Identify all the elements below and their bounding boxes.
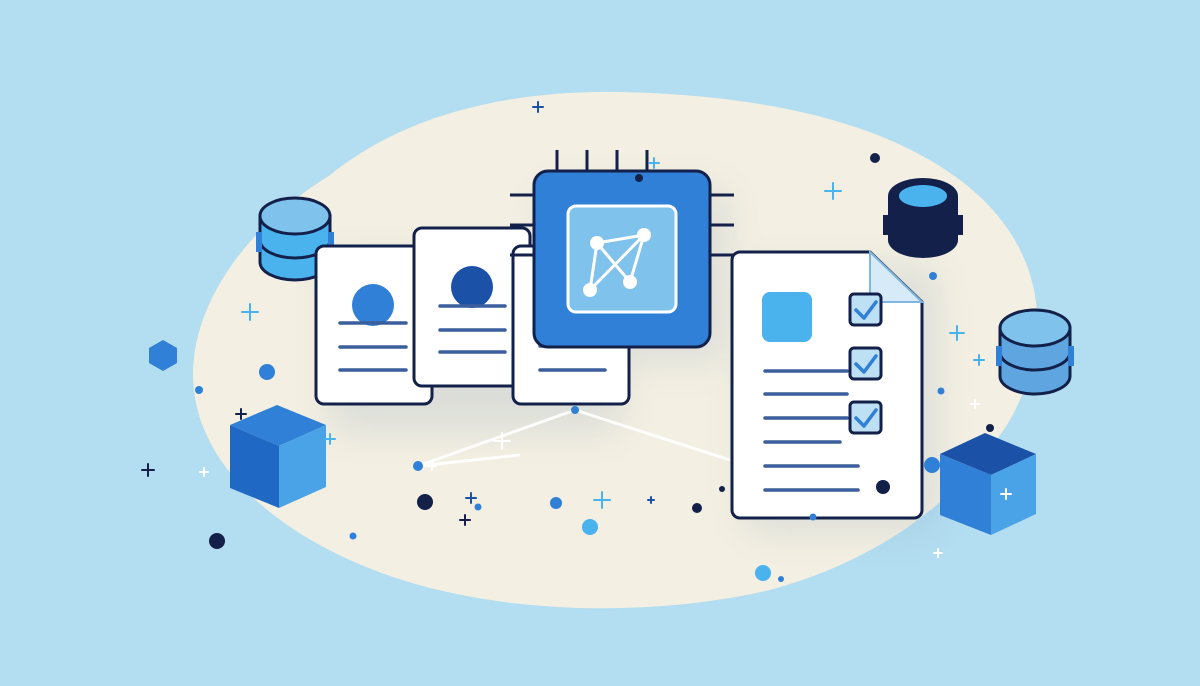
database-cylinder-right	[996, 308, 1074, 396]
decorative-plus-signs	[141, 101, 1012, 558]
decorative-dots	[195, 153, 994, 582]
checklist-document	[730, 249, 925, 520]
cube-right	[940, 433, 1036, 535]
checkbox-checked-icon	[848, 400, 883, 435]
avatar-circle-icon	[451, 266, 493, 308]
profile-document-left	[314, 244, 434, 406]
hexagon-shape	[149, 340, 177, 371]
chip-pins	[510, 150, 734, 257]
database-cylinder-navy	[883, 178, 963, 258]
avatar-circle-icon	[352, 284, 394, 326]
ai-chip	[532, 169, 712, 349]
network-lines	[417, 408, 731, 468]
checkbox-checked-icon	[848, 346, 883, 381]
network-graph-icon	[583, 228, 651, 297]
cube-left	[230, 405, 326, 508]
checkbox-checked-icon	[848, 292, 883, 327]
database-cylinder-left	[256, 196, 334, 282]
profile-document-middle	[412, 226, 532, 388]
image-placeholder-icon	[762, 292, 812, 342]
